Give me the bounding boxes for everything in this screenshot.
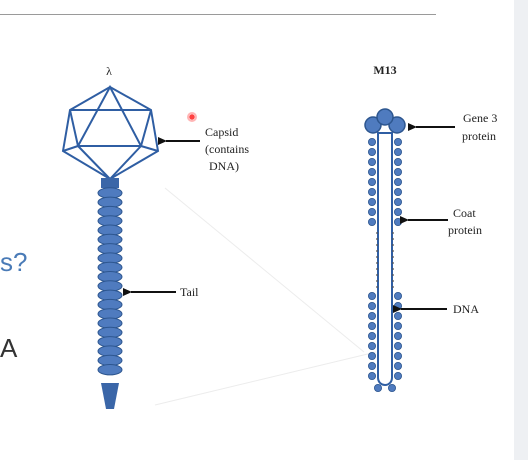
- coat-protein-dot: [367, 331, 376, 340]
- svg-text:protein: protein: [448, 223, 482, 237]
- coat-protein-dot: [393, 311, 402, 320]
- svg-text:Capsid: Capsid: [205, 125, 238, 139]
- lambda-tail-tip: [101, 383, 119, 409]
- svg-text:Coat: Coat: [453, 206, 476, 220]
- lambda-collar: [101, 178, 119, 188]
- coat-protein-dot: [393, 157, 402, 166]
- coat-protein-dot: [393, 197, 402, 206]
- coat-protein-dot: [367, 291, 376, 300]
- coat-protein-dot: [393, 137, 402, 146]
- coat-protein-dot: [393, 291, 402, 300]
- coat-protein-dot: [367, 197, 376, 206]
- coat-protein-dot: [393, 217, 402, 226]
- laser-pointer-dot: [187, 112, 197, 122]
- lambda-tail: [97, 187, 123, 376]
- lambda-capsid: [61, 84, 160, 181]
- slide-header-rule: [0, 14, 436, 15]
- coat-protein-dot: [367, 217, 376, 226]
- coat-protein-dot: [387, 383, 396, 392]
- coat-protein-dot: [393, 321, 402, 330]
- capsid-label: Capsid (contains DNA): [205, 125, 249, 173]
- dna-label: DNA: [453, 302, 479, 316]
- slide-question-fragment: s?: [0, 247, 28, 277]
- coat-protein-dot: [393, 361, 402, 370]
- coat-protein-dot: [393, 207, 402, 216]
- lambda-title: λ: [106, 64, 112, 78]
- coat-protein-dot: [367, 351, 376, 360]
- coat-protein-dot: [367, 321, 376, 330]
- coat-protein-dot: [393, 167, 402, 176]
- tail-label: Tail: [180, 285, 199, 299]
- svg-text:(contains: (contains: [205, 142, 249, 156]
- coat-protein-dot: [367, 207, 376, 216]
- coat-protein-dot: [393, 301, 402, 310]
- coat-protein-dot: [367, 361, 376, 370]
- coat-protein-dot: [393, 371, 402, 380]
- coat-protein-dot: [367, 341, 376, 350]
- coat-protein-dot: [393, 187, 402, 196]
- coat-protein-dot: [367, 167, 376, 176]
- coat-protein-dot: [367, 157, 376, 166]
- coat-protein-dot: [393, 147, 402, 156]
- guide-line: [154, 351, 377, 406]
- svg-text:Gene 3: Gene 3: [463, 111, 497, 125]
- coat-protein-dot: [367, 311, 376, 320]
- coat-protein-dot: [367, 137, 376, 146]
- coat-label: Coat protein: [448, 206, 482, 237]
- guide-line: [164, 187, 365, 353]
- coat-protein-dot: [367, 371, 376, 380]
- window-edge: [514, 0, 528, 460]
- m13-coat-proteins: [367, 137, 402, 392]
- coat-protein-dot: [393, 341, 402, 350]
- coat-protein-dot: [367, 187, 376, 196]
- tail-segment: [97, 364, 123, 376]
- coat-protein-dot: [367, 177, 376, 186]
- coat-protein-dot: [393, 331, 402, 340]
- svg-text:protein: protein: [462, 129, 496, 143]
- coat-protein-dot: [373, 383, 382, 392]
- m13-gene3-protein: [364, 108, 406, 134]
- coat-protein-dot: [393, 351, 402, 360]
- coat-protein-dot: [367, 147, 376, 156]
- coat-protein-dot: [393, 177, 402, 186]
- gene3-label: Gene 3 protein: [462, 111, 497, 143]
- coat-protein-dot: [367, 301, 376, 310]
- m13-title: M13: [373, 63, 396, 77]
- slide-answer-fragment: A: [0, 333, 18, 363]
- svg-text:DNA): DNA): [209, 159, 239, 173]
